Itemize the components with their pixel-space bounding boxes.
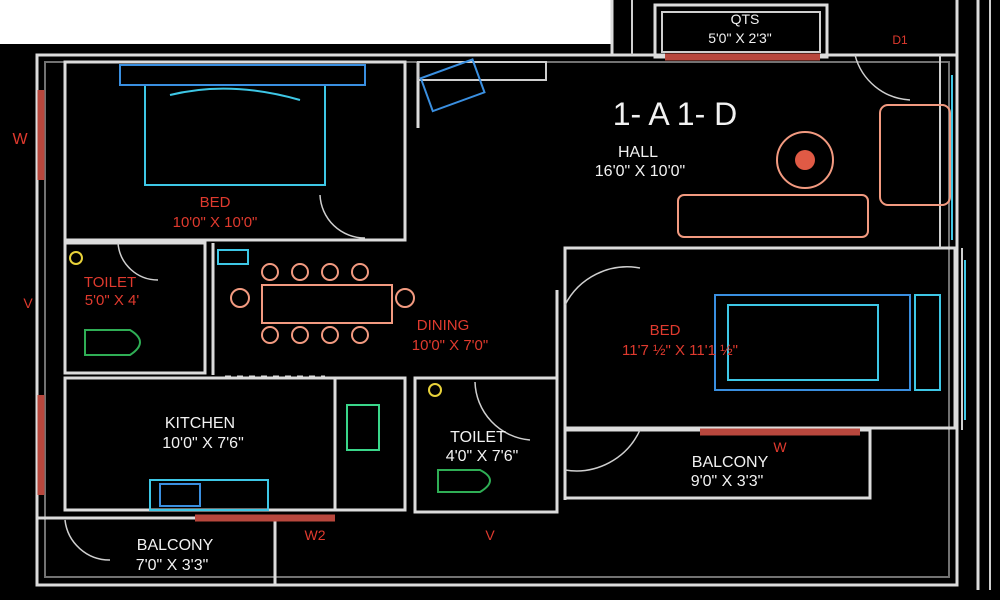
balcony-2-name: BALCONY bbox=[137, 537, 214, 554]
ventilator-marker-left: V bbox=[23, 295, 33, 311]
balcony-1-size: 9'0" X 3'3" bbox=[691, 473, 764, 490]
hall-furniture bbox=[677, 104, 951, 238]
cropped-white-area bbox=[0, 0, 612, 44]
toilet-2-fixtures bbox=[428, 383, 491, 493]
dining-table bbox=[230, 263, 415, 344]
window-marker-balcony: W bbox=[773, 439, 787, 455]
opening-markers: W V W W2 V D1 bbox=[12, 33, 908, 543]
dining-name: DINING bbox=[417, 317, 470, 334]
unit-title: 1- A 1- D bbox=[613, 96, 738, 132]
hall-name: HALL bbox=[618, 144, 658, 161]
kitchen-size: 10'0" X 7'6" bbox=[162, 435, 244, 452]
windows bbox=[37, 53, 966, 522]
door-marker-top-right: D1 bbox=[892, 33, 908, 47]
bed-2-name: BED bbox=[650, 322, 681, 339]
bed-1-furniture bbox=[119, 58, 486, 186]
toilet-1-name: TOILET bbox=[84, 274, 136, 291]
window-marker-left: W bbox=[12, 131, 28, 148]
kitchen-name: KITCHEN bbox=[165, 415, 235, 432]
window-marker-w2: W2 bbox=[305, 527, 326, 543]
bed-2-size: 11'7 ½" X 11'1 ½" bbox=[622, 342, 738, 359]
interior-walls bbox=[35, 3, 963, 587]
balcony-2-size: 7'0" X 3'3" bbox=[136, 557, 209, 574]
bed-1-name: BED bbox=[200, 194, 231, 211]
ventilator-marker-bottom: V bbox=[485, 527, 495, 543]
balcony-1-name: BALCONY bbox=[692, 454, 769, 471]
toilet-2-size: 4'0" X 7'6" bbox=[446, 448, 519, 465]
kitchen-fixtures bbox=[149, 375, 380, 511]
toilet-1-size: 5'0" X 4' bbox=[85, 292, 140, 309]
qts-size: 5'0" X 2'3" bbox=[708, 30, 772, 46]
bed-2-furniture bbox=[714, 294, 941, 391]
hall-size: 16'0" X 10'0" bbox=[595, 163, 685, 180]
toilet-2-name: TOILET bbox=[450, 429, 506, 446]
bed-1-size: 10'0" X 10'0" bbox=[173, 214, 258, 231]
qts-name: QTS bbox=[731, 11, 760, 27]
toilet-1-fixtures bbox=[69, 249, 249, 356]
dining-size: 10'0" X 7'0" bbox=[412, 337, 488, 354]
room-labels: 1- A 1- D QTS 5'0" X 2'3" HALL 16'0" X 1… bbox=[84, 11, 772, 574]
doors bbox=[64, 54, 911, 561]
